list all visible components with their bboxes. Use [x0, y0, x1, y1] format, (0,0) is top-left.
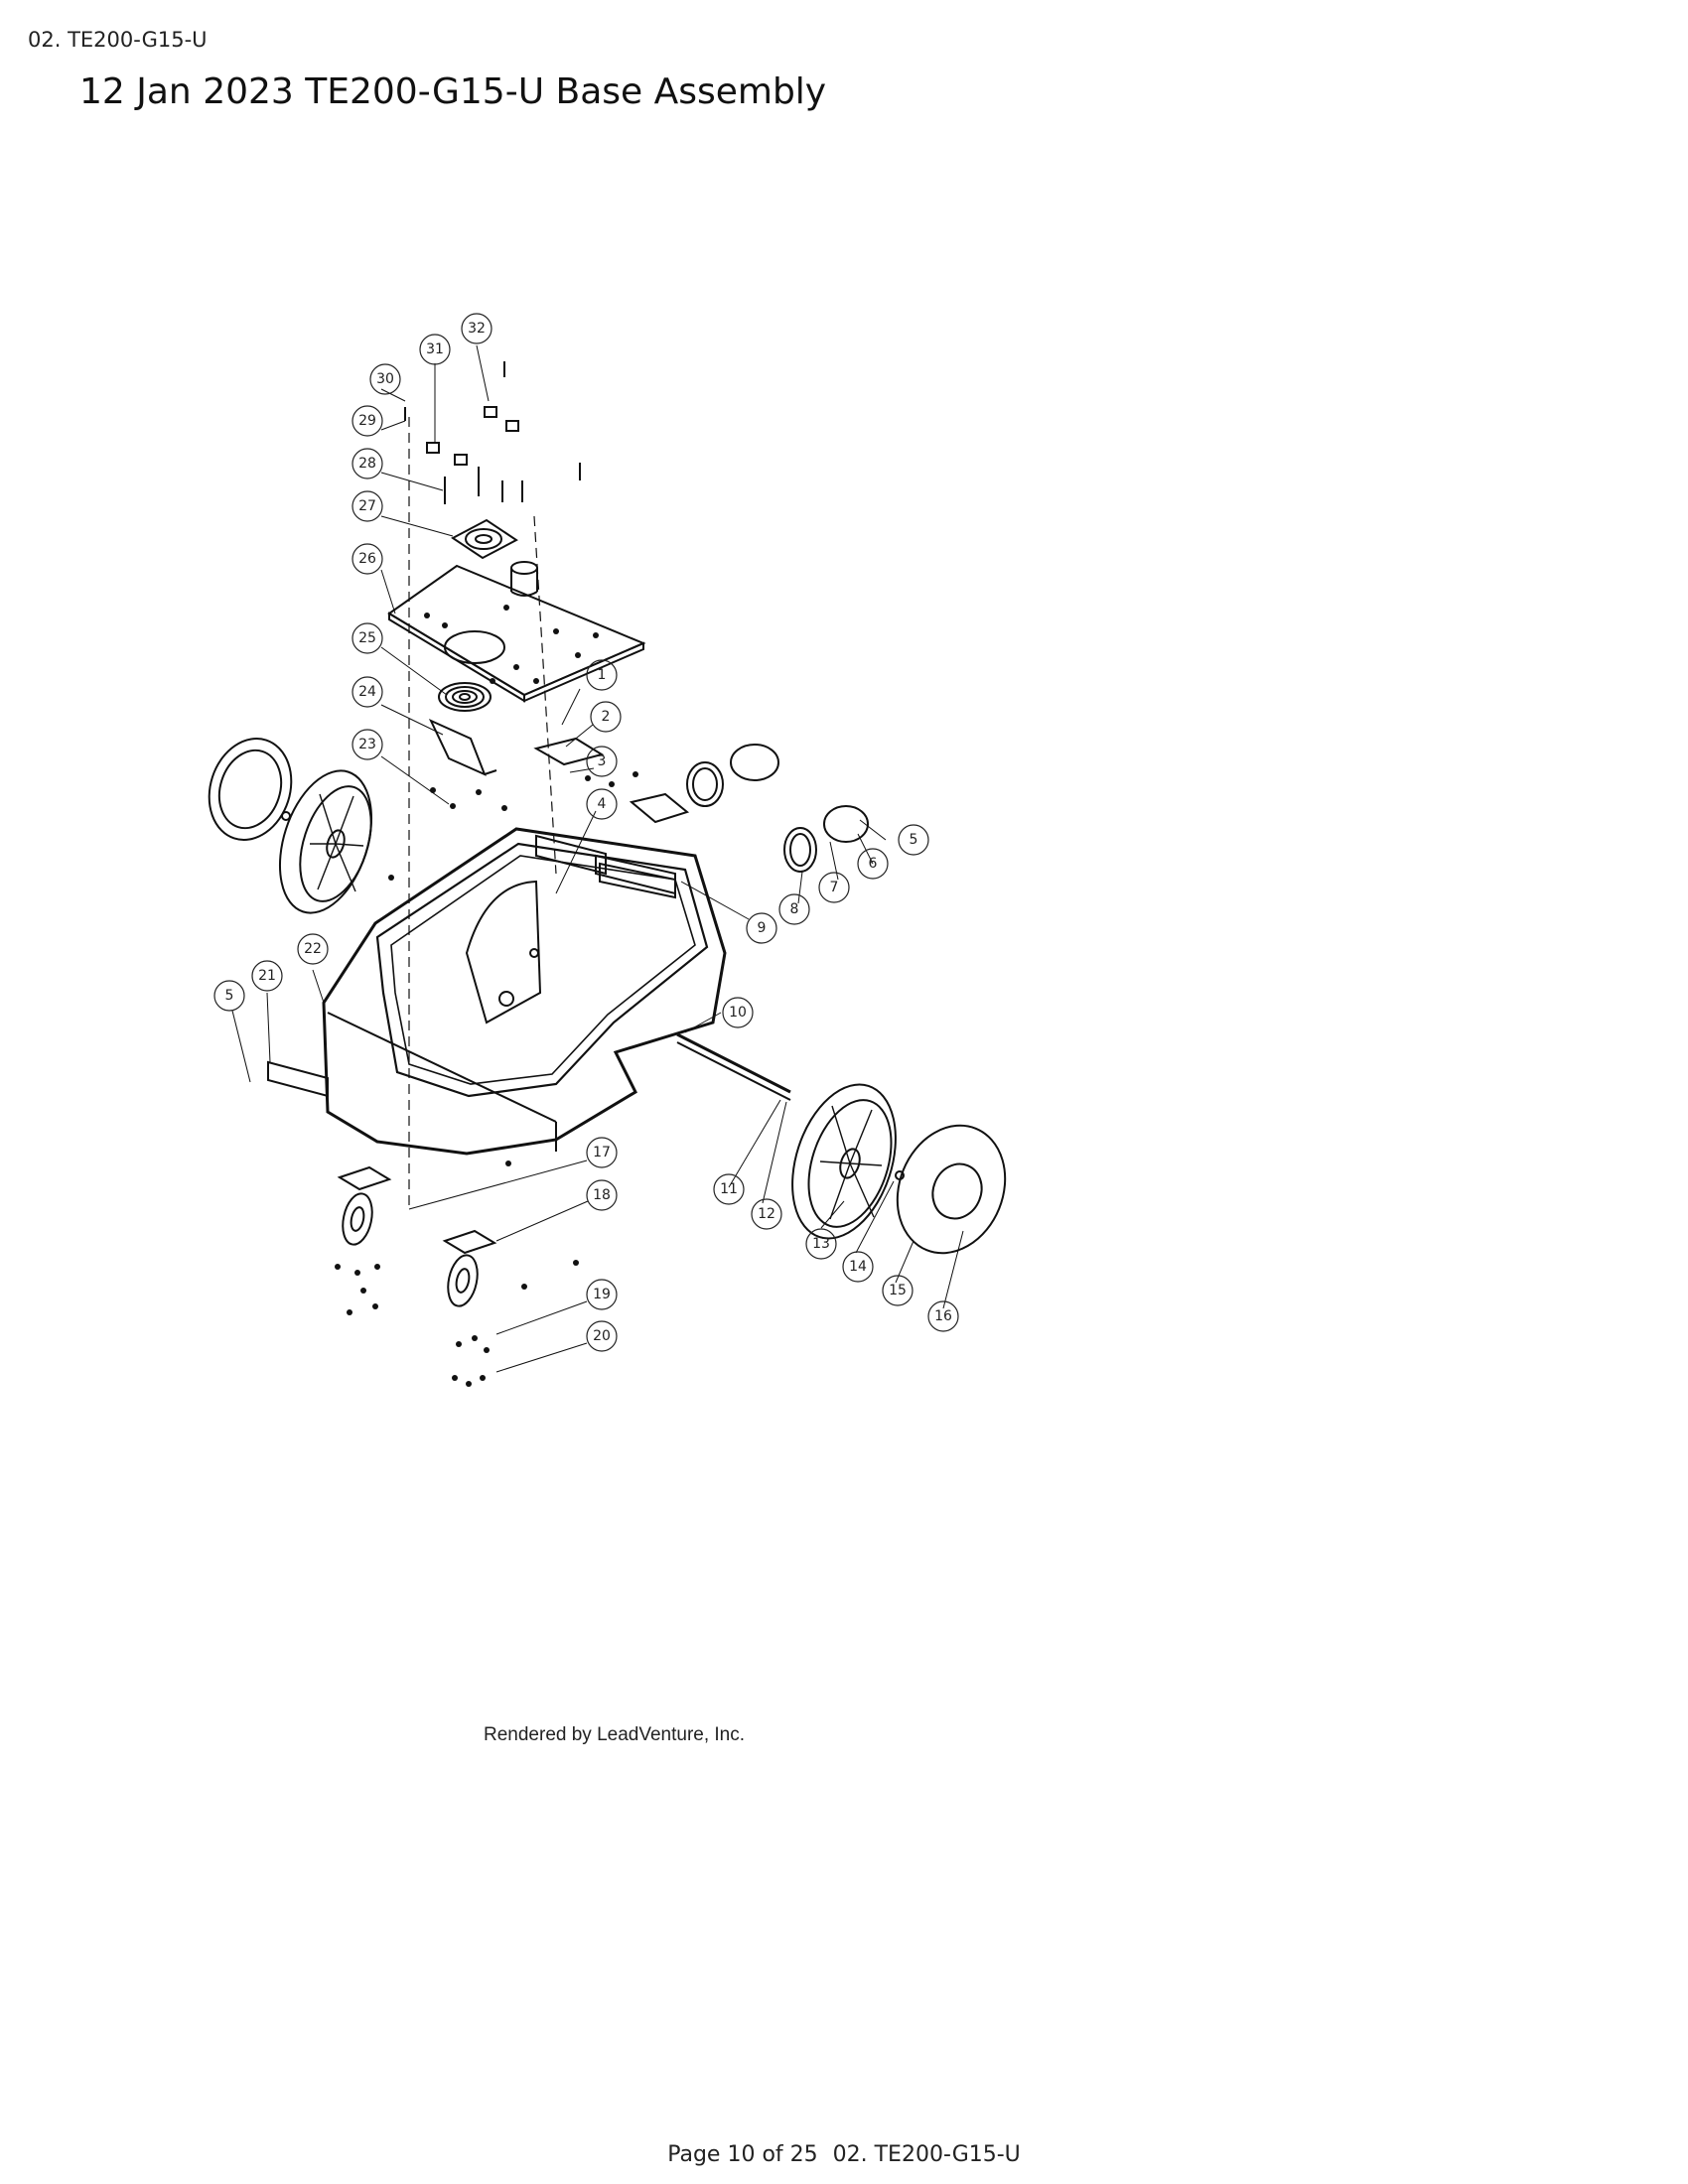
callout-4: 4 — [586, 788, 618, 820]
callout-8: 8 — [778, 893, 810, 925]
page-number: Page 10 of 25 — [667, 2142, 818, 2167]
footer-part-code: 02. TE200-G15-U — [832, 2142, 1021, 2167]
svg-text:23: 23 — [358, 737, 376, 752]
svg-text:29: 29 — [358, 413, 376, 429]
callout-2: 2 — [590, 701, 622, 733]
callout-25: 25 — [352, 622, 383, 654]
callout-5: 5 — [898, 824, 929, 856]
svg-text:22: 22 — [304, 941, 322, 957]
svg-text:3: 3 — [598, 753, 607, 769]
header-part-code: 02. TE200-G15-U — [28, 28, 208, 52]
callout-21: 21 — [251, 960, 283, 992]
callout-labels: 1 2 3 4 5 6 7 8 9 10 11 12 13 14 15 16 1… — [213, 313, 959, 1352]
svg-text:7: 7 — [830, 880, 839, 895]
svg-text:26: 26 — [358, 551, 376, 567]
callout-10: 10 — [722, 997, 754, 1028]
callout-1: 1 — [586, 659, 618, 691]
svg-text:16: 16 — [934, 1308, 952, 1324]
svg-text:31: 31 — [426, 341, 444, 357]
callout-5-left: 5 — [213, 980, 245, 1012]
svg-text:19: 19 — [593, 1287, 611, 1302]
callout-27: 27 — [352, 490, 383, 522]
svg-text:30: 30 — [376, 371, 394, 387]
svg-text:27: 27 — [358, 498, 376, 514]
callout-18: 18 — [586, 1179, 618, 1211]
callout-26: 26 — [352, 543, 383, 575]
callout-12: 12 — [751, 1198, 782, 1230]
base-assembly-drawing — [208, 344, 1007, 1387]
callout-28: 28 — [352, 448, 383, 479]
callout-19: 19 — [586, 1279, 618, 1310]
svg-text:18: 18 — [593, 1187, 611, 1203]
callout-13: 13 — [805, 1228, 837, 1260]
callout-17: 17 — [586, 1137, 618, 1168]
svg-text:20: 20 — [593, 1328, 611, 1344]
svg-text:10: 10 — [729, 1005, 747, 1021]
callout-16: 16 — [927, 1300, 959, 1332]
page-title: 12 Jan 2023 TE200-G15-U Base Assembly — [79, 71, 827, 112]
callout-29: 29 — [352, 405, 383, 437]
callout-11: 11 — [713, 1173, 745, 1205]
callout-22: 22 — [297, 933, 329, 965]
svg-text:24: 24 — [358, 684, 376, 700]
callout-23: 23 — [352, 729, 383, 760]
callout-14: 14 — [842, 1251, 874, 1283]
svg-text:28: 28 — [358, 456, 376, 472]
callout-20: 20 — [586, 1320, 618, 1352]
svg-text:21: 21 — [258, 968, 276, 984]
svg-text:25: 25 — [358, 630, 376, 646]
svg-text:13: 13 — [812, 1236, 830, 1252]
render-credit: Rendered by LeadVenture, Inc. — [484, 1724, 745, 1745]
svg-text:9: 9 — [758, 920, 767, 936]
svg-text:14: 14 — [849, 1259, 867, 1275]
svg-text:17: 17 — [593, 1145, 611, 1160]
svg-text:8: 8 — [790, 901, 799, 917]
svg-text:5: 5 — [910, 832, 918, 848]
callout-6: 6 — [857, 848, 889, 880]
svg-text:6: 6 — [869, 856, 878, 872]
svg-text:5: 5 — [225, 988, 234, 1004]
page-footer: Page 10 of 25 02. TE200-G15-U — [0, 2142, 1688, 2167]
svg-text:1: 1 — [598, 667, 607, 683]
svg-text:32: 32 — [468, 321, 486, 337]
callout-24: 24 — [352, 676, 383, 708]
callout-30: 30 — [369, 363, 401, 395]
callout-3: 3 — [586, 746, 618, 777]
svg-text:11: 11 — [720, 1181, 738, 1197]
svg-text:15: 15 — [889, 1283, 907, 1298]
callout-7: 7 — [818, 872, 850, 903]
callout-31: 31 — [419, 334, 451, 365]
callout-9: 9 — [746, 912, 777, 944]
callout-15: 15 — [882, 1275, 914, 1306]
svg-text:4: 4 — [598, 796, 607, 812]
svg-text:12: 12 — [758, 1206, 775, 1222]
callout-32: 32 — [461, 313, 492, 344]
svg-text:2: 2 — [602, 709, 611, 725]
